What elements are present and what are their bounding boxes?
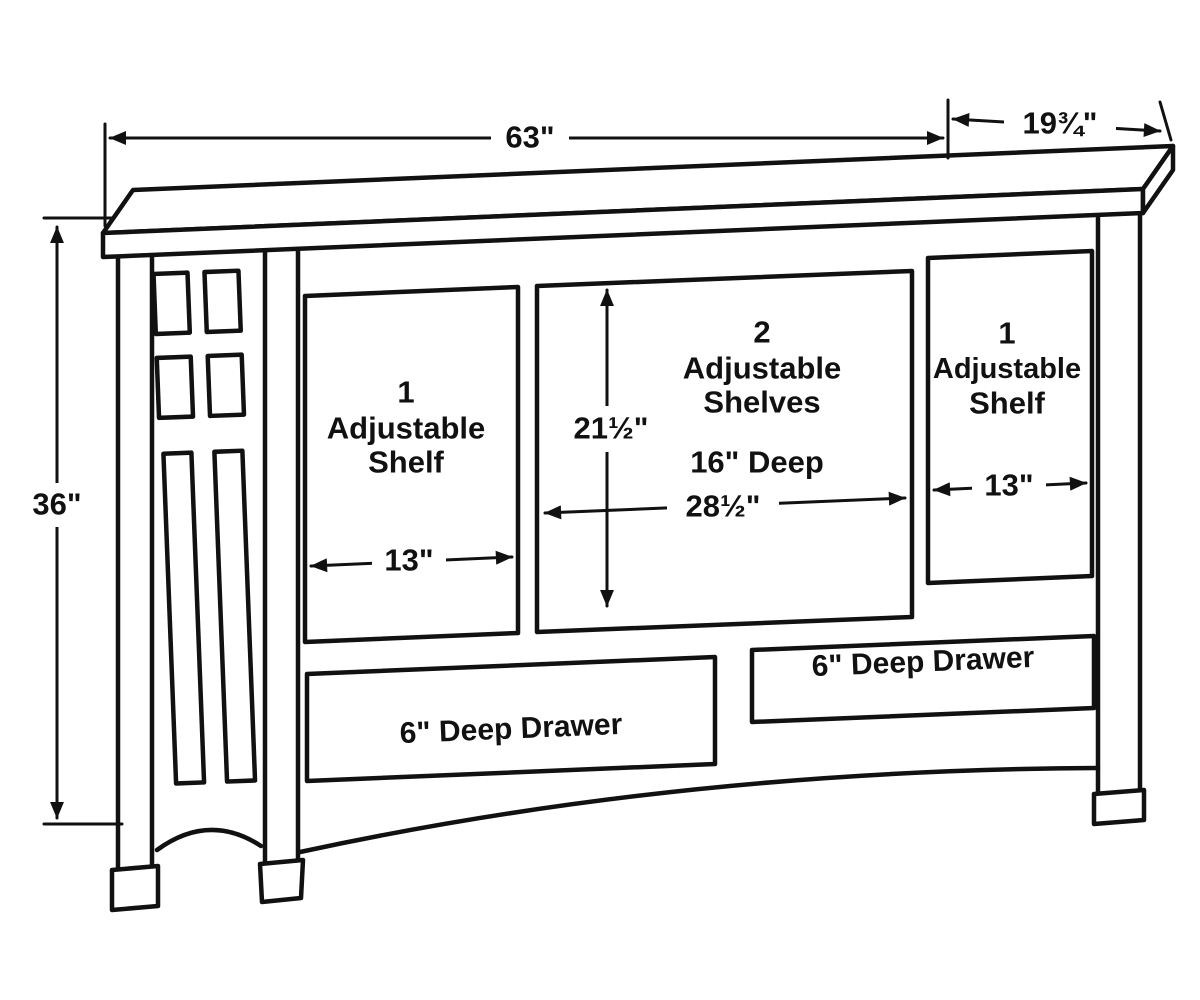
side-skirt-arch: [154, 827, 264, 853]
dim-width-label: 63": [505, 120, 554, 155]
center-depth-label: 16" Deep: [690, 445, 824, 480]
dim-height-label: 36": [32, 487, 81, 522]
cabinet-top: [100, 143, 1176, 260]
mask-height: [22, 483, 92, 527]
left-compartment-line3: Shelf: [368, 445, 444, 480]
left-compartment-line2: Adjustable: [327, 411, 485, 446]
dimension-label-masks: [22, 103, 1116, 583]
right-drawer-front: [749, 633, 1097, 725]
left-leg-foot: [109, 863, 161, 913]
left-compartment-count: 1: [397, 375, 414, 410]
center-shelf-opening: [534, 268, 915, 635]
side-pane-top-left: [151, 270, 193, 337]
front-skirt-arch: [297, 765, 1101, 855]
mask-width: [491, 118, 569, 158]
front-left-leg-foot: [257, 857, 306, 905]
side-slat-right: [212, 448, 258, 784]
cabinet-body: [109, 212, 1147, 913]
top-right-end: [1140, 143, 1176, 216]
mask-right-width: [972, 463, 1046, 507]
right-leg: [1091, 212, 1147, 827]
right-compartment-line3: Shelf: [969, 386, 1045, 421]
right-compartment-line2: Adjustable: [933, 353, 1081, 385]
side-pane-top-right: [202, 268, 244, 335]
dim-right-width-label: 13": [984, 468, 1033, 503]
side-pane-mid-right: [205, 352, 247, 419]
mask-left-width: [372, 539, 446, 583]
center-compartment-count: 2: [753, 315, 770, 350]
dim-left-width-label: 13": [384, 543, 433, 578]
left-leg: [109, 251, 161, 913]
right-leg-foot: [1091, 787, 1147, 827]
front-left-leg: [257, 247, 306, 905]
diagram-text: 63" 19¾" 36" 13" 21½" 16" Deep 28½" 13" …: [32, 106, 1097, 751]
side-slat-panel: [151, 268, 258, 786]
side-pane-mid-left: [154, 354, 196, 421]
mask-center-height: [558, 406, 664, 452]
left-drawer-front: [304, 654, 718, 784]
dim-depth-label: 19¾": [1022, 106, 1097, 141]
side-slat-left: [161, 450, 207, 786]
center-compartment-line3: Shelves: [703, 385, 820, 420]
right-shelf-opening: [925, 248, 1095, 586]
mask-center-width: [667, 484, 779, 530]
ext-depth-right: [1158, 100, 1173, 142]
dim-center-height-label: 21½": [573, 411, 648, 446]
right-compartment-count: 1: [998, 316, 1015, 351]
mask-depth: [1004, 103, 1116, 145]
dim-center-width-label: 28½": [685, 489, 760, 524]
center-compartment-line2: Adjustable: [683, 351, 841, 386]
